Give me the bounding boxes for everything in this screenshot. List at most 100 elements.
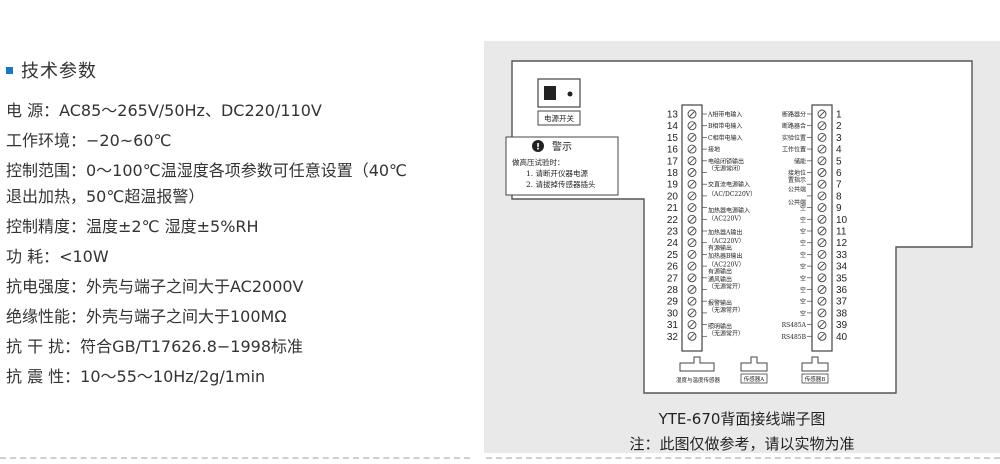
right-terminal-number: 38	[836, 308, 848, 319]
spec-control-range-cont: 退出加热，50℃超温报警）	[6, 187, 205, 206]
right-terminal-label: 空	[800, 298, 806, 306]
left-terminal-label: （AC220V）	[708, 261, 745, 268]
left-terminal-label: 有源输出	[708, 244, 732, 252]
right-screw-slot-40	[819, 333, 825, 340]
left-terminal-label: （AC/DC220V）	[708, 191, 756, 198]
left-terminal-number: 18	[667, 168, 679, 179]
left-screw-slot-16	[689, 146, 695, 152]
right-terminal-label: RS485A	[782, 322, 807, 329]
right-screw-slot-6	[819, 169, 825, 176]
spec-dielectric: 抗电强度：外壳与端子之间大于AC2000V	[6, 277, 304, 296]
right-terminal-number: 2	[836, 121, 842, 132]
right-terminal-labels: 断路器分断路器合实验位置工作位置储能接地位置指示公共端公共端空空空空空空空空空空…	[782, 111, 812, 341]
left-terminal-number: 22	[667, 215, 679, 226]
sensor-label-2: 传感器A	[744, 375, 766, 383]
sensor-label-3: 传感器B	[805, 375, 826, 383]
left-terminal-number: 16	[667, 145, 679, 156]
warning-title: 警示	[552, 140, 572, 153]
left-screw-slot-15	[689, 134, 695, 141]
left-screw-slot-22	[689, 216, 695, 223]
sensor-connector-1: 湿度与温度传感器	[676, 356, 721, 384]
left-terminal-number: 30	[667, 308, 679, 319]
right-screw-slot-2	[819, 122, 825, 129]
warning-item-2: 2. 请拔掉传感器插头	[526, 179, 596, 189]
right-terminal-label: RS485B	[782, 334, 807, 341]
right-terminal-number: 8	[836, 191, 842, 202]
left-terminal-label: 加热器电源输入	[708, 206, 750, 214]
spec-heading: 技术参数	[21, 61, 97, 82]
left-terminal-label: （无源常开）	[708, 282, 744, 290]
left-screw-slot-32	[689, 333, 695, 340]
left-terminal-number: 17	[667, 156, 679, 167]
left-screw-slot-23	[689, 228, 695, 234]
divider-right	[486, 457, 1000, 459]
left-terminal-label: 报警输出	[708, 299, 732, 307]
right-terminal-label: 空	[800, 309, 806, 317]
right-terminal-label: 空	[800, 239, 806, 247]
left-terminal-number: 19	[667, 180, 679, 191]
left-screw-slot-13	[689, 111, 695, 117]
power-switch-dot	[567, 91, 573, 97]
wiring-diagram-panel: 电源开关 ! 警示 做高压试验时： 1. 请断开仪器电源 2. 请拔掉传感器插头…	[484, 41, 1000, 453]
warning-box	[505, 136, 619, 196]
right-screw-slot-11	[819, 228, 825, 234]
left-screw-slot-25	[689, 251, 695, 258]
left-terminal-label: （无源常开）	[708, 306, 744, 314]
warning-intro: 做高压试验时：	[512, 157, 565, 167]
device-outline	[511, 60, 973, 394]
right-screw-slot-4	[819, 146, 825, 152]
right-screw-slot-34	[819, 263, 825, 269]
left-terminal-label: （AC220V）	[708, 216, 745, 223]
right-terminal-label: 工作位置	[782, 146, 806, 154]
left-terminal-number: 26	[667, 262, 679, 273]
diagram-title: YTE-670背面接线端子图	[658, 410, 826, 428]
left-terminal-number: 28	[667, 285, 679, 296]
left-screw-slot-26	[689, 263, 695, 269]
right-terminal-label: 置指示	[788, 176, 806, 184]
right-terminal-number: 4	[836, 145, 842, 156]
left-terminal-number: 13	[667, 110, 679, 121]
wiring-diagram: 电源开关 ! 警示 做高压试验时： 1. 请断开仪器电源 2. 请拔掉传感器插头…	[505, 60, 973, 394]
left-terminal-label: C相带电输入	[708, 134, 743, 142]
left-screw-slot-31	[689, 321, 695, 328]
sensor-label-1: 湿度与温度传感器	[676, 376, 721, 384]
right-screw-slot-35	[819, 274, 825, 281]
left-terminal-number: 21	[667, 203, 679, 214]
right-terminal-number: 34	[836, 262, 848, 273]
right-terminal-label: 储能	[794, 157, 806, 165]
right-terminal-number: 37	[836, 297, 848, 308]
power-switch-label: 电源开关	[544, 113, 574, 123]
spec-control-range: 控制范围：0～100℃温湿度各项参数可任意设置（40℃	[6, 161, 408, 180]
sensor-connector-2: 传感器A	[740, 356, 768, 384]
left-terminal-number: 25	[667, 250, 679, 261]
right-terminal-label: 空	[800, 274, 806, 282]
left-terminal-number: 24	[667, 238, 679, 249]
right-terminal-label: 公共端	[788, 185, 806, 193]
right-terminal-number: 6	[836, 168, 842, 179]
right-terminal-number: 9	[836, 203, 842, 214]
right-screw-slot-36	[819, 286, 825, 293]
left-screw-slot-18	[689, 169, 695, 176]
diagram-note: 注：此图仅做参考，请以实物为准	[629, 435, 855, 453]
left-screw-slot-17	[689, 157, 695, 164]
right-terminal-label: 空	[800, 251, 806, 259]
right-terminal-number: 1	[836, 110, 842, 121]
right-screw-slot-10	[819, 216, 825, 223]
left-terminal-label: 通风输出	[708, 275, 732, 283]
left-screw-slot-27	[689, 274, 695, 281]
right-terminal-number: 36	[836, 285, 848, 296]
left-terminal-number: 23	[667, 227, 679, 238]
right-terminal-number: 12	[836, 238, 848, 249]
right-terminal-label: 公共端	[788, 198, 806, 206]
left-terminal-number: 15	[667, 133, 679, 144]
left-terminal-number: 20	[667, 191, 679, 202]
right-screw-slot-8	[819, 193, 825, 199]
left-screw-slot-29	[689, 298, 695, 305]
left-screw-slot-30	[689, 310, 695, 316]
left-terminal-label: 加热器A输出	[708, 229, 742, 237]
spec-vibration: 抗 震 性：10～55～10Hz/2g/1min	[6, 367, 266, 386]
right-terminal-label: 实验位置	[782, 134, 806, 142]
left-terminal-label: 交直流电源输入	[708, 181, 750, 189]
left-screw-slot-14	[689, 122, 695, 129]
